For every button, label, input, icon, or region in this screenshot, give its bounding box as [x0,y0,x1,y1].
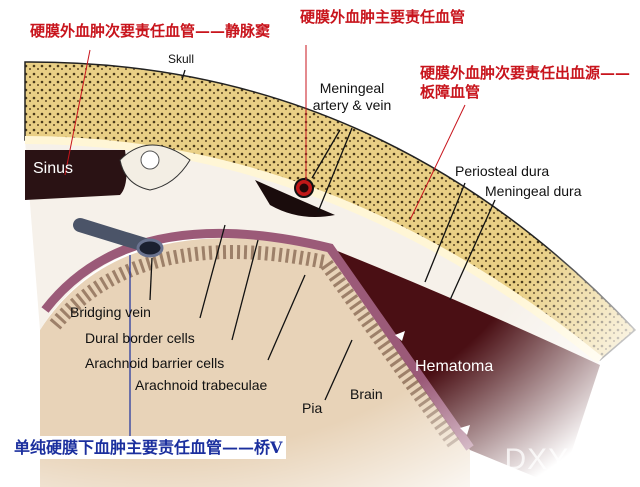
label-periosteal-dura: Periosteal dura [455,163,550,179]
label-skull: Skull [168,52,195,66]
label-hematoma: Hematoma [415,358,494,375]
label-pia: Pia [302,400,323,416]
label-arachnoid-trabeculae: Arachnoid trabeculae [135,377,268,393]
watermark: DXY.CN [504,443,620,476]
label-sinus: Sinus [33,160,74,177]
label-bridging-vein: Bridging vein [70,304,151,320]
bridging-vein-annotation: 单纯硬膜下血肿主要责任血管——桥V [10,436,287,459]
label-arachnoid-barrier-cells: Arachnoid barrier cells [85,355,225,371]
diploic-annotation: 硬膜外血肿次要责任出血源——板障血管 [420,64,631,101]
label-brain: Brain [350,386,383,402]
sinus-annotation: 硬膜外血肿次要责任血管——静脉窦 [30,22,271,40]
label-dural-border-cells: Dural border cells [85,330,195,346]
label-meningeal-artery: Meningeal artery & vein [312,80,392,113]
label-meningeal-dura: Meningeal dura [485,183,582,199]
artery-annotation: 硬膜外血肿主要责任血管 [300,8,466,26]
